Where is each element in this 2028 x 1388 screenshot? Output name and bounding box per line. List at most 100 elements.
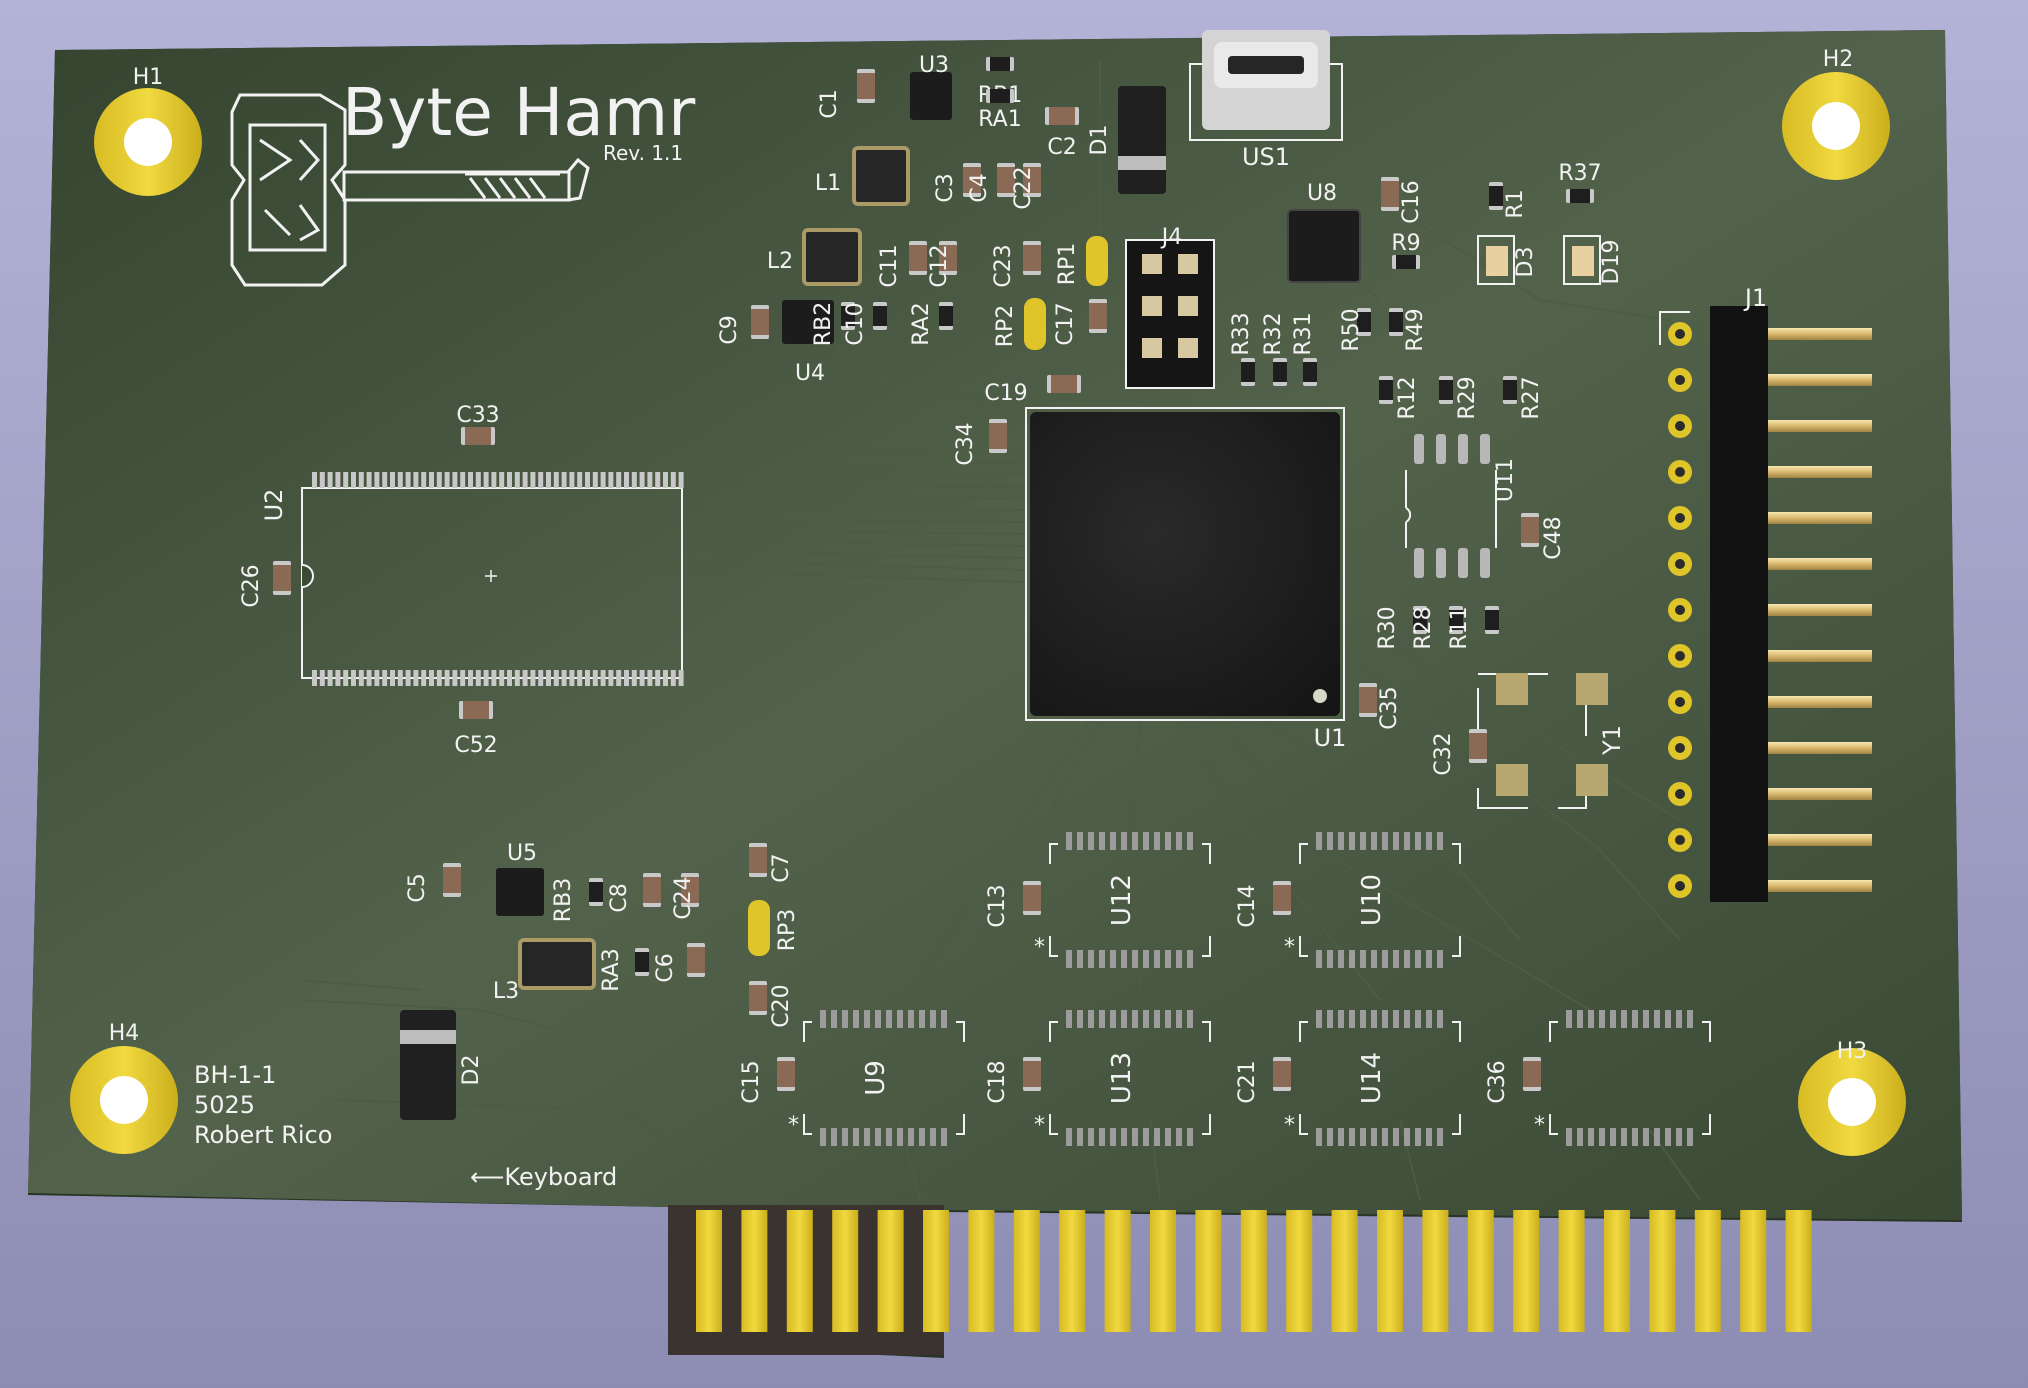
- ic-pin: [343, 670, 349, 686]
- header-pad-hole: [1675, 789, 1685, 799]
- passive-c36: C36: [1485, 1057, 1541, 1104]
- ic-pin: [1121, 1128, 1127, 1146]
- ic-pin: [624, 670, 629, 686]
- ic-pin: [577, 670, 583, 686]
- passive-r9: R9: [1391, 231, 1421, 269]
- ic-pin: [1121, 950, 1127, 968]
- ic-pin: [1458, 434, 1468, 464]
- ic-pin: [1643, 1128, 1649, 1146]
- ic-pin: [1415, 832, 1421, 850]
- ic-label-u2: U2: [260, 489, 288, 522]
- ic-pin: [1415, 1128, 1421, 1146]
- ic-pin: [647, 472, 653, 488]
- passive-c23: C23: [991, 241, 1041, 288]
- ic-pin: [343, 472, 349, 488]
- body: [1273, 362, 1287, 382]
- inductor-l2: L2: [767, 228, 862, 286]
- tssop-package: *: [788, 1010, 965, 1146]
- ic-pin: [1437, 832, 1443, 850]
- capacitor-body: [1045, 107, 1079, 125]
- chip-u12: * U12: [1034, 832, 1211, 968]
- passive-rb2: RB2: [811, 302, 855, 346]
- passive-c6: C6: [653, 943, 705, 983]
- resistor-body: [939, 302, 953, 330]
- component-label: R37: [1558, 161, 1601, 186]
- edge-finger: [877, 1210, 904, 1332]
- ic-pin: [1088, 832, 1094, 850]
- passive-rb3: RB3: [551, 878, 603, 922]
- capacitor-body: [681, 873, 699, 907]
- pin1-marker: *: [788, 1113, 799, 1138]
- ic-pin: [1187, 1010, 1193, 1028]
- ic-pin: [538, 670, 544, 686]
- ic-pin: [1066, 1128, 1072, 1146]
- header-pin: [1768, 742, 1872, 754]
- body: [989, 423, 1007, 449]
- resistor-body: [1273, 358, 1287, 386]
- ic-pin: [1436, 434, 1446, 464]
- crystal-label-y1: Y1: [1598, 725, 1626, 756]
- capacitor-body: [1521, 513, 1539, 547]
- body: [1489, 186, 1503, 206]
- edge-finger: [923, 1210, 949, 1332]
- capacitor-body: [1273, 1057, 1291, 1091]
- header-pad-hole: [1675, 605, 1685, 615]
- header-pad-hole: [1675, 559, 1685, 569]
- keyboard-label: ⟵Keyboard: [470, 1163, 617, 1191]
- passive-c10: C10: [843, 302, 887, 346]
- ic-pin: [452, 472, 458, 488]
- capacitor-body: [1047, 375, 1081, 393]
- ic-pin: [1676, 1128, 1682, 1146]
- ic-pin: [522, 670, 528, 686]
- header-pin: [1768, 558, 1872, 570]
- ic-pin: [1088, 1128, 1094, 1146]
- connector-label-j4: J4: [1160, 225, 1183, 250]
- component-label: C17: [1053, 302, 1078, 345]
- edge-finger: [1104, 1210, 1131, 1332]
- component-label: C36: [1485, 1060, 1510, 1103]
- passive-c48: C48: [1521, 513, 1566, 560]
- ic-pin: [1121, 832, 1127, 850]
- ic-pin: [1382, 950, 1388, 968]
- edge-finger: [1331, 1210, 1358, 1332]
- body: [1439, 380, 1453, 400]
- ic-label-u8: U9: [861, 1060, 891, 1096]
- component-label: R50: [1339, 308, 1364, 351]
- ic-pin: [1132, 950, 1138, 968]
- ic-label-u13: U14: [1357, 1052, 1387, 1104]
- body: [1273, 1061, 1291, 1087]
- ic-pin: [585, 472, 590, 488]
- passive-c20: C20: [749, 981, 794, 1028]
- ic-pin: [436, 670, 442, 686]
- led-d19: D19: [1563, 235, 1624, 285]
- edge-finger: [1286, 1210, 1313, 1332]
- ic-pin: [941, 1128, 947, 1146]
- edge-finger: [1513, 1210, 1540, 1332]
- body: [1023, 167, 1041, 193]
- component-label: C34: [953, 422, 978, 465]
- header-pin: [1768, 420, 1872, 432]
- ic-outline: [1049, 1021, 1211, 1135]
- body: [1049, 107, 1075, 125]
- ic-pin: [1143, 1128, 1149, 1146]
- resistor-body: [986, 57, 1014, 71]
- ic-pin: [327, 472, 333, 488]
- ic-pin: [483, 472, 489, 488]
- header-pin: [1768, 512, 1872, 524]
- byte-hamr-logo: [230, 93, 590, 287]
- body: [990, 89, 1010, 103]
- component-label: C14: [1235, 884, 1260, 927]
- ic-pin: [1066, 950, 1072, 968]
- ic-pin: [908, 1128, 914, 1146]
- ic-pin: [941, 1010, 947, 1028]
- passive-c2: C2: [1045, 107, 1079, 160]
- ic-pin: [897, 1010, 903, 1028]
- chip-u4: U4: [782, 300, 834, 386]
- ic-pin: [1154, 832, 1160, 850]
- ic-pin: [546, 472, 551, 488]
- ic-pin: [1437, 1128, 1443, 1146]
- ic-pin: [1316, 832, 1322, 850]
- ic-pin: [1415, 950, 1421, 968]
- resistor-body: [1439, 376, 1453, 404]
- capacitor-body: [963, 163, 981, 197]
